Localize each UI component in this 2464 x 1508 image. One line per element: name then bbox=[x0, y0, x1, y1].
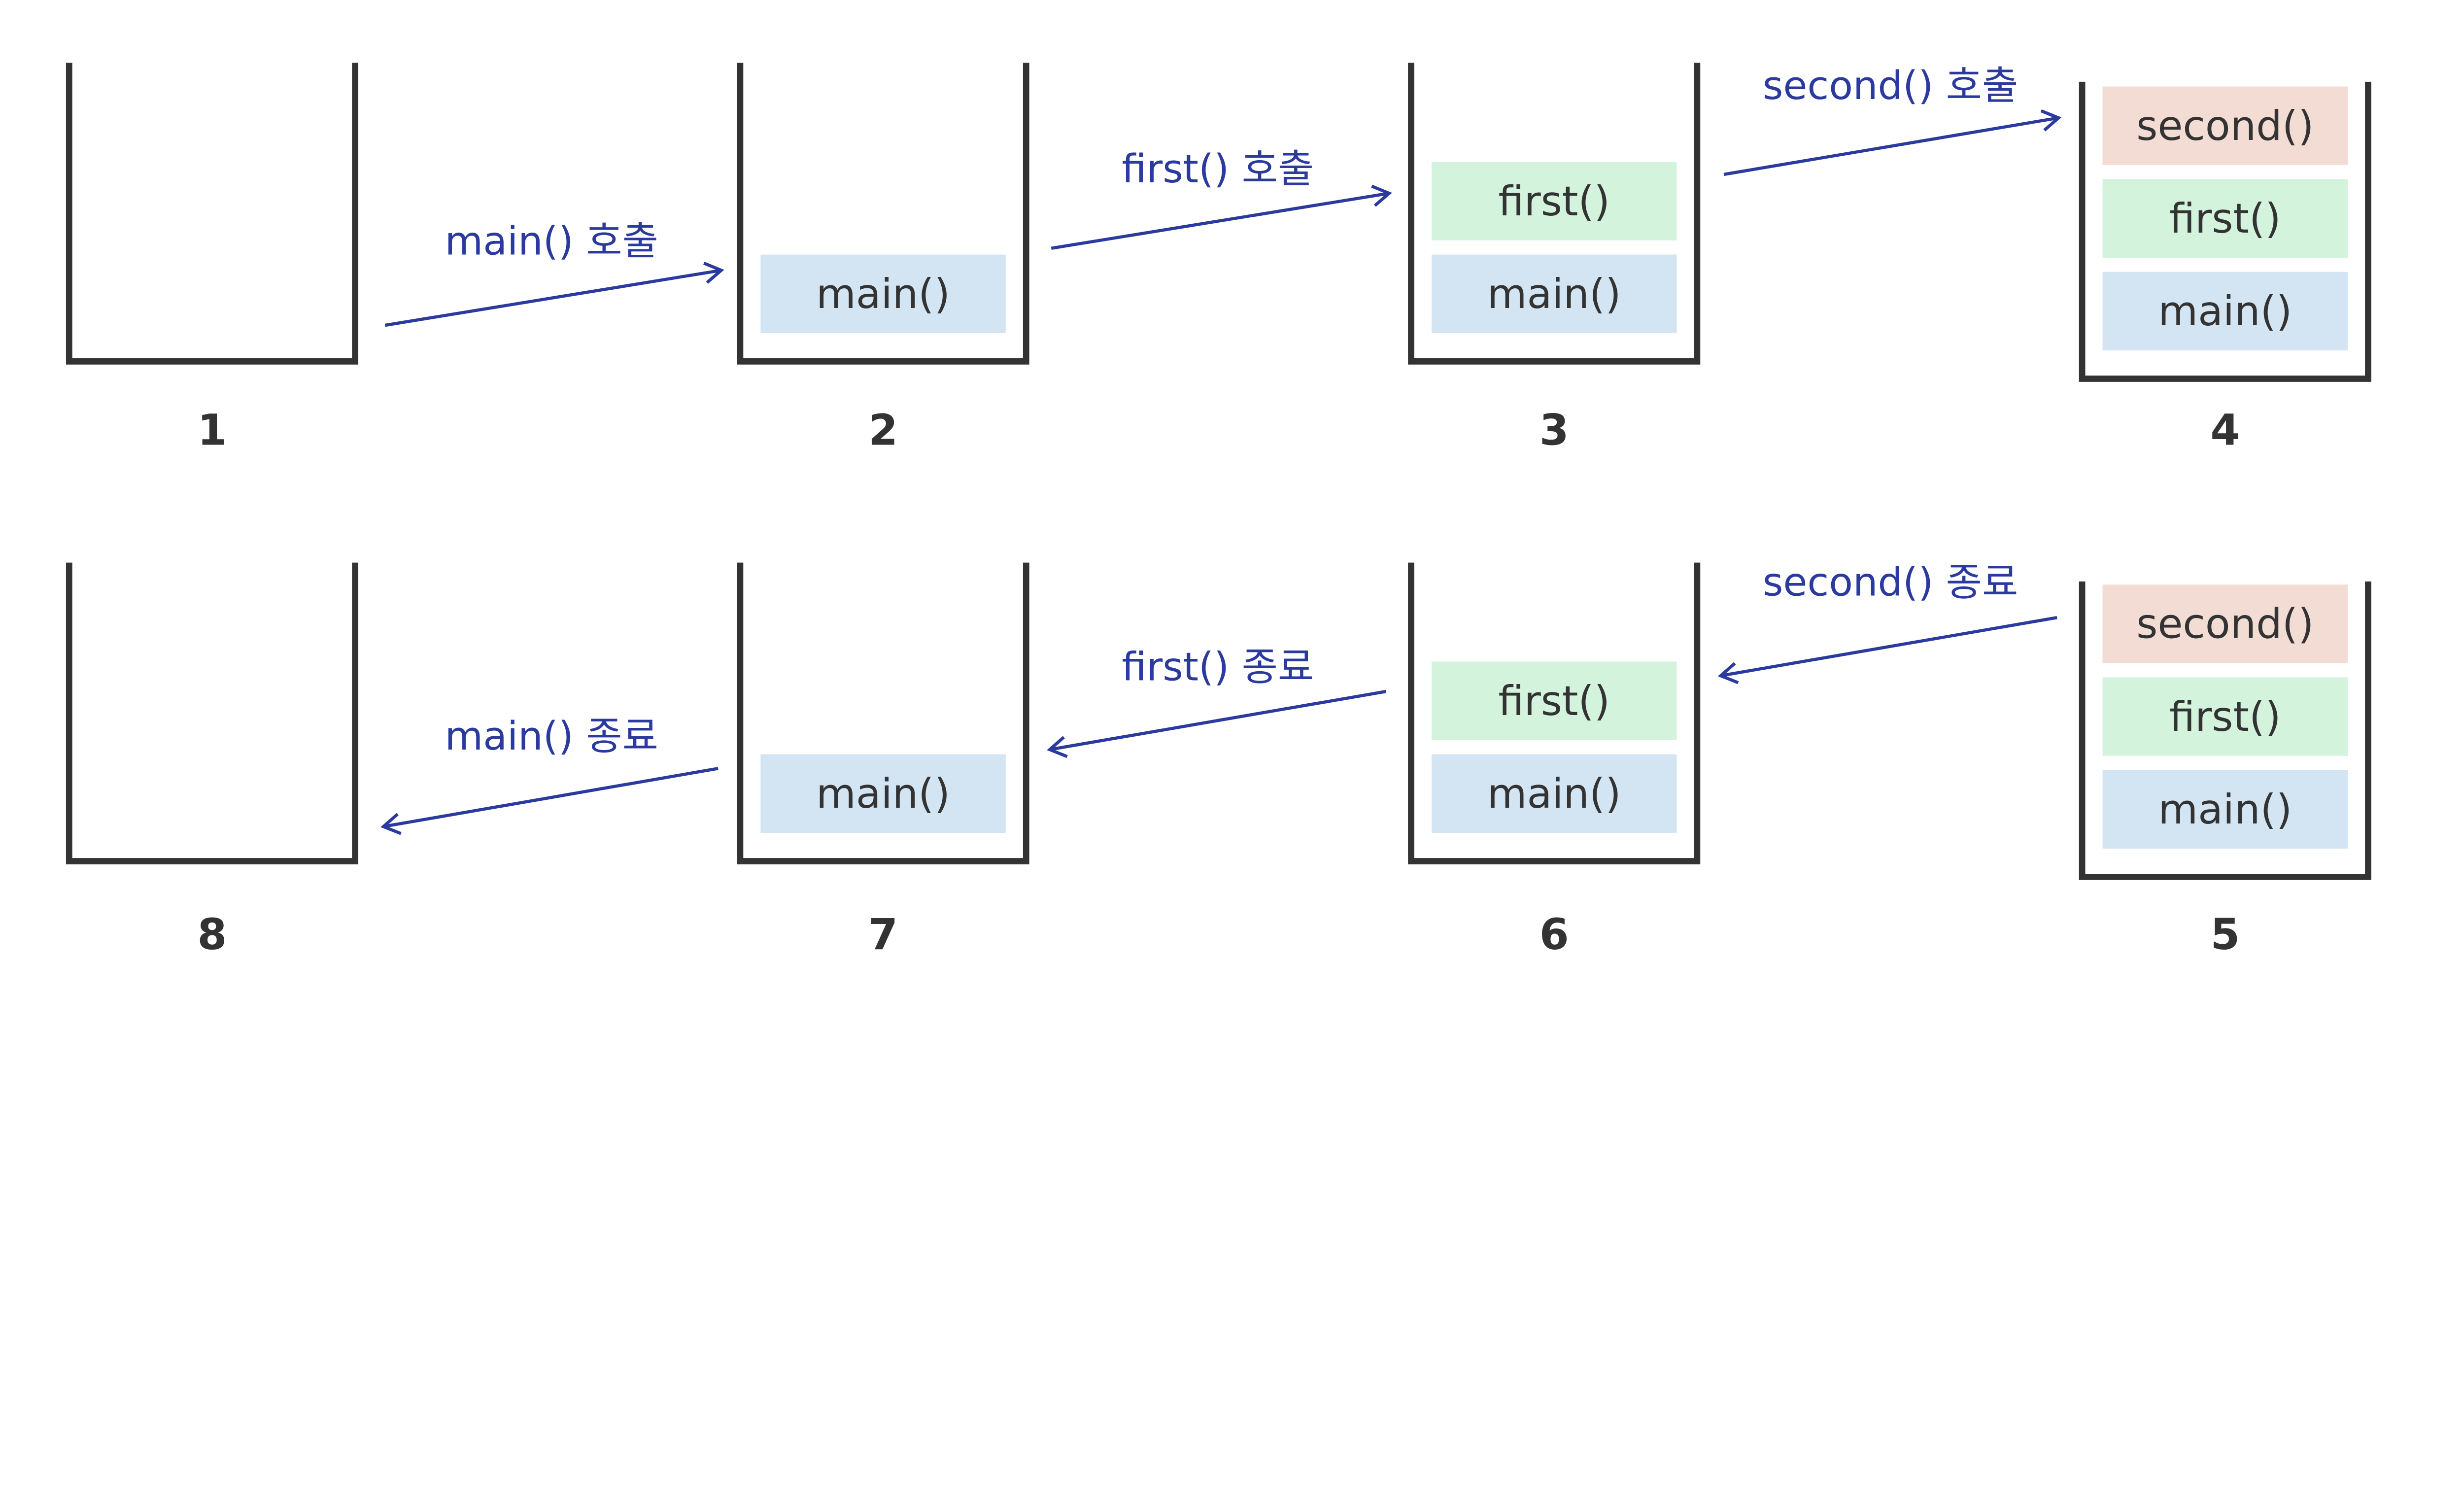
stack-frame-label: first() bbox=[1498, 677, 1610, 725]
stack-frame-first bbox=[2102, 677, 2348, 756]
stack-container bbox=[737, 63, 1029, 365]
stack-frame-label: second() bbox=[2136, 102, 2314, 150]
stack-frame-main bbox=[2102, 770, 2348, 849]
stack-frame-second bbox=[2102, 584, 2348, 663]
transition-label: main() 종료 bbox=[445, 713, 658, 759]
step-number: 4 bbox=[2210, 406, 2240, 455]
transition-arrow bbox=[384, 269, 722, 327]
stack-frame-label: first() bbox=[2169, 693, 2281, 741]
stack-frame-main bbox=[760, 254, 1006, 334]
step-number: 6 bbox=[1540, 910, 1569, 960]
stack-container bbox=[66, 562, 359, 864]
stack-frame-label: first() bbox=[2169, 195, 2281, 242]
arrowhead-icon bbox=[1047, 736, 1068, 758]
transition-arrow bbox=[1051, 192, 1390, 250]
transition-label: first() 호출 bbox=[1122, 146, 1314, 192]
stack-frame-main bbox=[2102, 272, 2348, 351]
transition-arrow bbox=[1723, 116, 2059, 176]
step-number: 5 bbox=[2210, 910, 2240, 960]
stack-container bbox=[66, 63, 359, 365]
arrowhead-icon bbox=[1371, 184, 1392, 207]
stack-container bbox=[1408, 562, 1701, 864]
step-number: 3 bbox=[1540, 406, 1569, 455]
stack-container bbox=[2079, 581, 2371, 880]
transition-label: first() 종료 bbox=[1122, 644, 1314, 690]
transition-label: main() 호출 bbox=[445, 218, 658, 264]
stack-frame-first bbox=[2102, 179, 2348, 258]
stack-frame-label: first() bbox=[1498, 177, 1610, 225]
stack-frame-label: main() bbox=[1487, 270, 1621, 318]
stack-container bbox=[1408, 63, 1701, 365]
stack-frame-main bbox=[1431, 754, 1677, 833]
arrowhead-icon bbox=[380, 813, 402, 835]
transition-arrow bbox=[1049, 689, 1387, 752]
stack-frame-second bbox=[2102, 86, 2348, 165]
stack-container bbox=[737, 562, 1029, 864]
step-number: 8 bbox=[198, 910, 227, 960]
step-number: 2 bbox=[868, 406, 898, 455]
stack-frame-label: main() bbox=[816, 770, 950, 818]
stack-frame-main bbox=[1431, 254, 1677, 334]
transition-arrow bbox=[1720, 616, 2057, 678]
stack-frame-label: main() bbox=[2158, 287, 2292, 335]
stack-frame-first bbox=[1431, 162, 1677, 240]
step-number: 1 bbox=[198, 406, 227, 455]
stack-frame-label: main() bbox=[1487, 770, 1621, 818]
transition-label: second() 호출 bbox=[1763, 63, 2018, 108]
step-number: 7 bbox=[868, 910, 898, 960]
stack-frame-first bbox=[1431, 661, 1677, 740]
transition-label: second() 종료 bbox=[1763, 559, 2018, 605]
stack-frame-label: main() bbox=[2158, 786, 2292, 833]
call-stack-diagram: 1 main() 2 first() main() 3 second() first() mai… bbox=[66, 63, 2371, 960]
arrowhead-icon bbox=[703, 262, 724, 284]
stack-container bbox=[2079, 81, 2371, 382]
arrowhead-icon bbox=[1717, 662, 1739, 685]
stack-frame-label: main() bbox=[816, 270, 950, 318]
stack-frame-main bbox=[760, 754, 1006, 833]
stack-frame-label: second() bbox=[2136, 600, 2314, 648]
transition-arrow bbox=[383, 767, 719, 828]
arrowhead-icon bbox=[2040, 109, 2062, 132]
